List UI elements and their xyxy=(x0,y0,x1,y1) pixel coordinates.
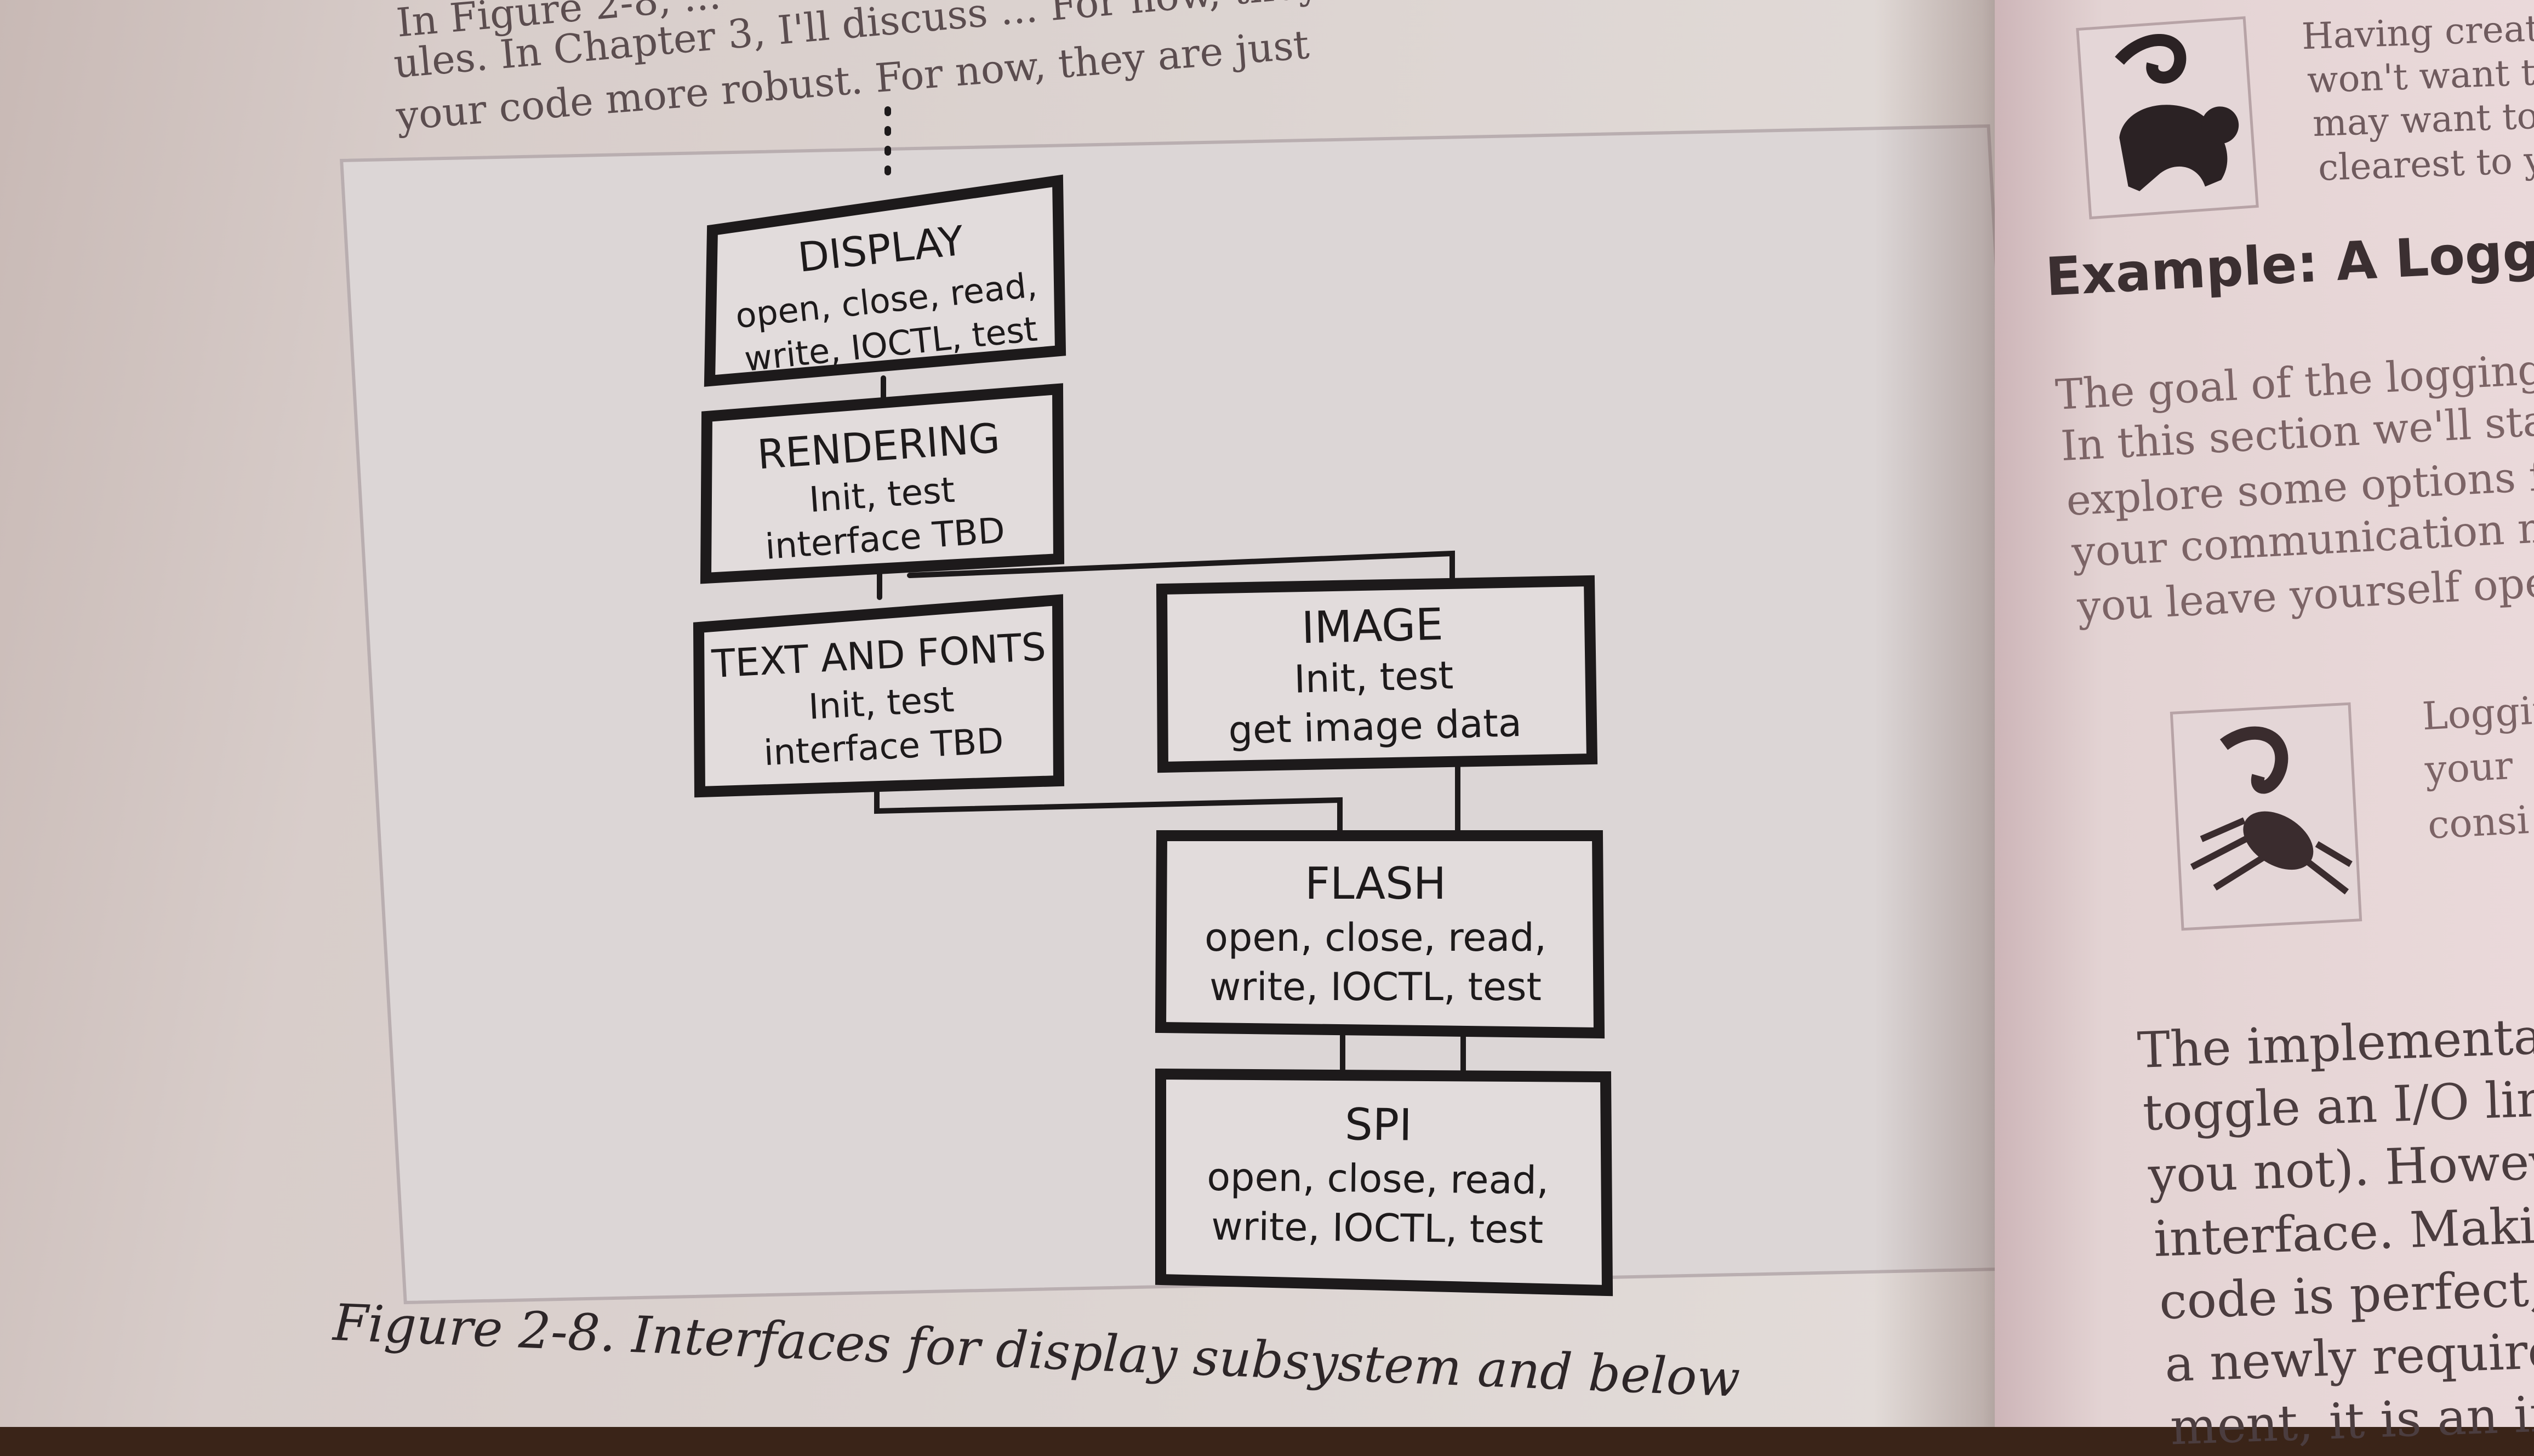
scorpion-icon-frame xyxy=(2170,702,2362,931)
right-note-line-1: Having create xyxy=(2301,6,2534,58)
right-note-line-4: clearest to yo xyxy=(2317,138,2534,189)
image-title: IMAGE xyxy=(1301,599,1444,654)
flash-line-2: write, IOCTL, test xyxy=(1209,964,1542,1009)
lemur-icon-frame xyxy=(2076,16,2259,220)
spi-line-1: open, close, read, xyxy=(1207,1155,1549,1203)
connector-text-flash xyxy=(874,781,1343,836)
box-image xyxy=(1156,575,1598,773)
box-text-and-fonts xyxy=(693,594,1065,798)
connector-rendering-image xyxy=(907,550,1455,581)
text-fonts-line-1: Init, test xyxy=(808,680,955,728)
image-line-1: Init, test xyxy=(1293,653,1454,702)
scorpion-note-line-3: consi xyxy=(2426,797,2530,848)
image-line-2: get image data xyxy=(1228,700,1522,753)
box-rendering xyxy=(700,383,1065,584)
right-note-line-3: may want to xyxy=(2312,94,2534,145)
scorpion-note-line-2: your xyxy=(2423,743,2514,793)
scorpion-icon xyxy=(2190,726,2353,895)
lemur-icon xyxy=(2115,34,2239,191)
scorpion-note-line-1: Loggin xyxy=(2421,687,2534,739)
right-note-line-2: won't want to xyxy=(2306,50,2534,101)
box-display xyxy=(704,174,1066,387)
spi-title: SPI xyxy=(1344,1099,1412,1150)
box-spi xyxy=(1155,1068,1613,1297)
flash-line-1: open, close, read, xyxy=(1205,915,1546,960)
spi-line-2: write, IOCTL, test xyxy=(1211,1204,1544,1252)
box-flash xyxy=(1155,830,1605,1039)
flash-title: FLASH xyxy=(1305,858,1446,909)
